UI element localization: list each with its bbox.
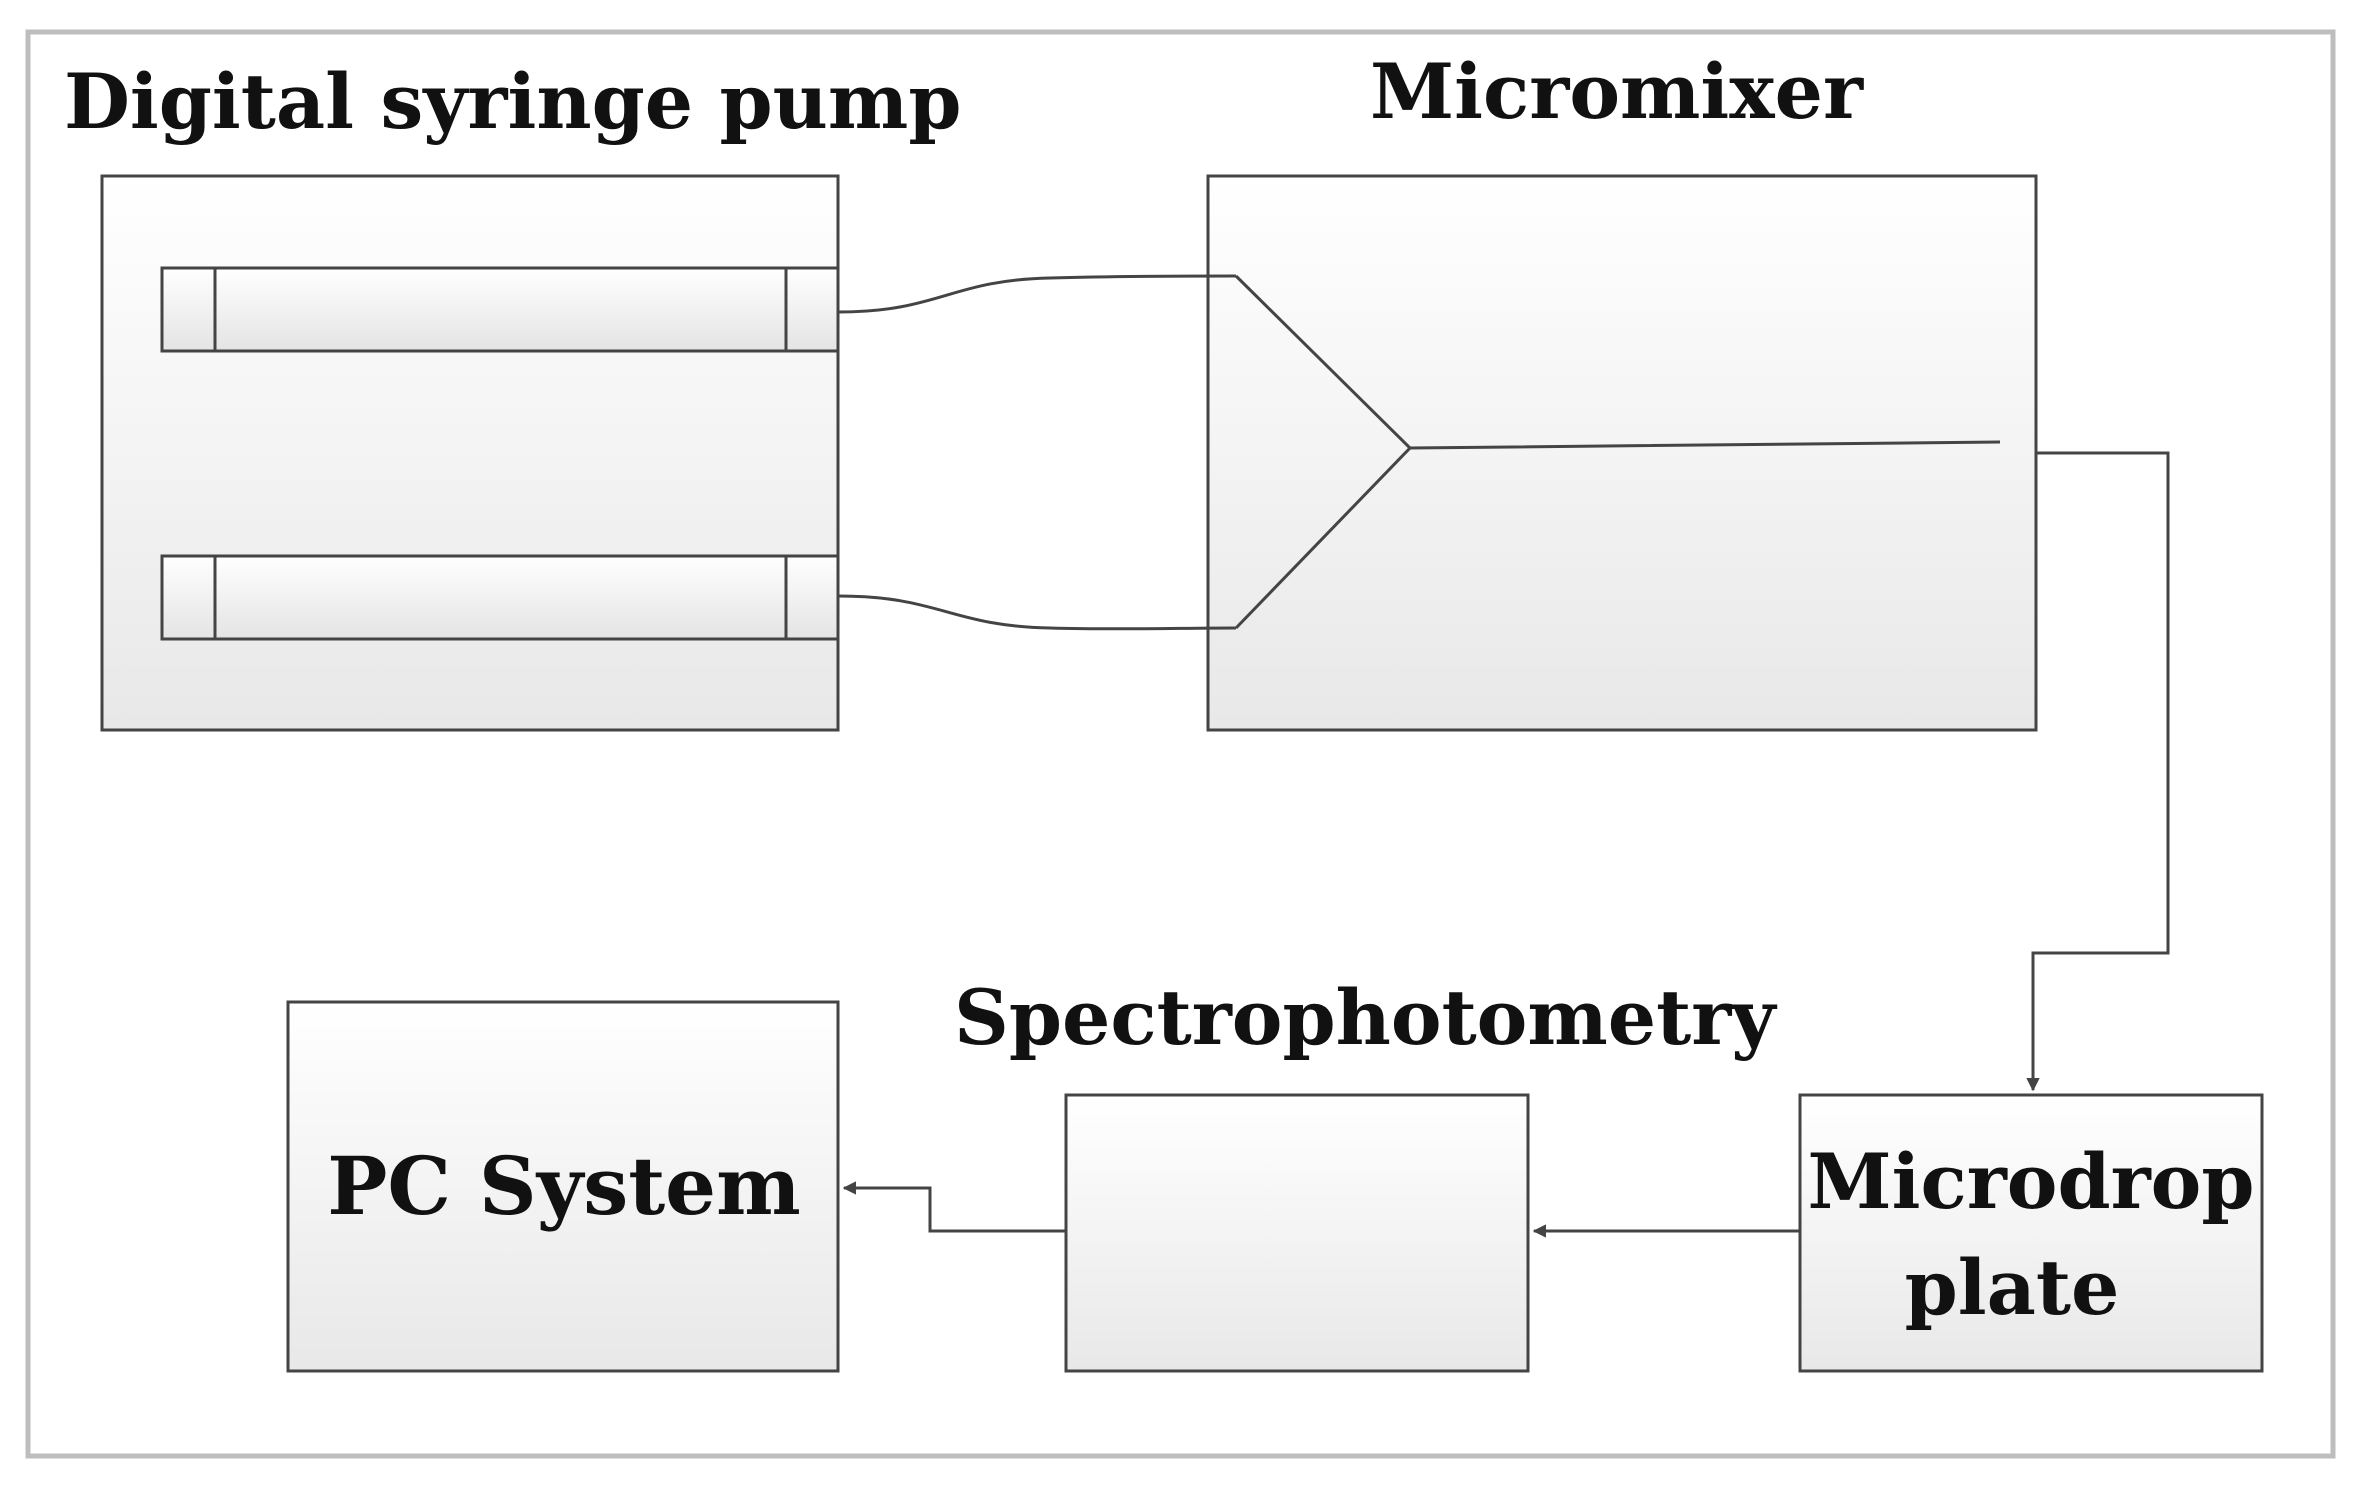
pc-system-label: PC System [327,1139,800,1233]
pc-system-box [286,1000,840,1373]
micromixer-label: Micromixer [1370,47,1864,136]
spectro-to-pc-arrow [842,1181,1066,1233]
syringe-top [160,266,840,353]
tubing-bottom [837,594,1237,631]
pump-label: Digital syringe pump [64,57,962,146]
syringe-pump-box [100,174,840,732]
syringe-bottom [160,554,840,641]
y-channel [1234,274,2001,630]
mixer-to-plate-arrow [2026,451,2170,1092]
spectrophotometry-label: Spectrophotometry [954,973,1777,1062]
microdrop-plate-box [1798,1093,2264,1373]
microdrop-plate-label-line1: Microdrop [1807,1137,2254,1226]
spectrophotometry-box [1064,1093,1530,1373]
microdrop-plate-label-line2: plate [1905,1243,2120,1332]
micromixer-box [1206,174,2038,732]
tubing-top [837,274,1237,314]
